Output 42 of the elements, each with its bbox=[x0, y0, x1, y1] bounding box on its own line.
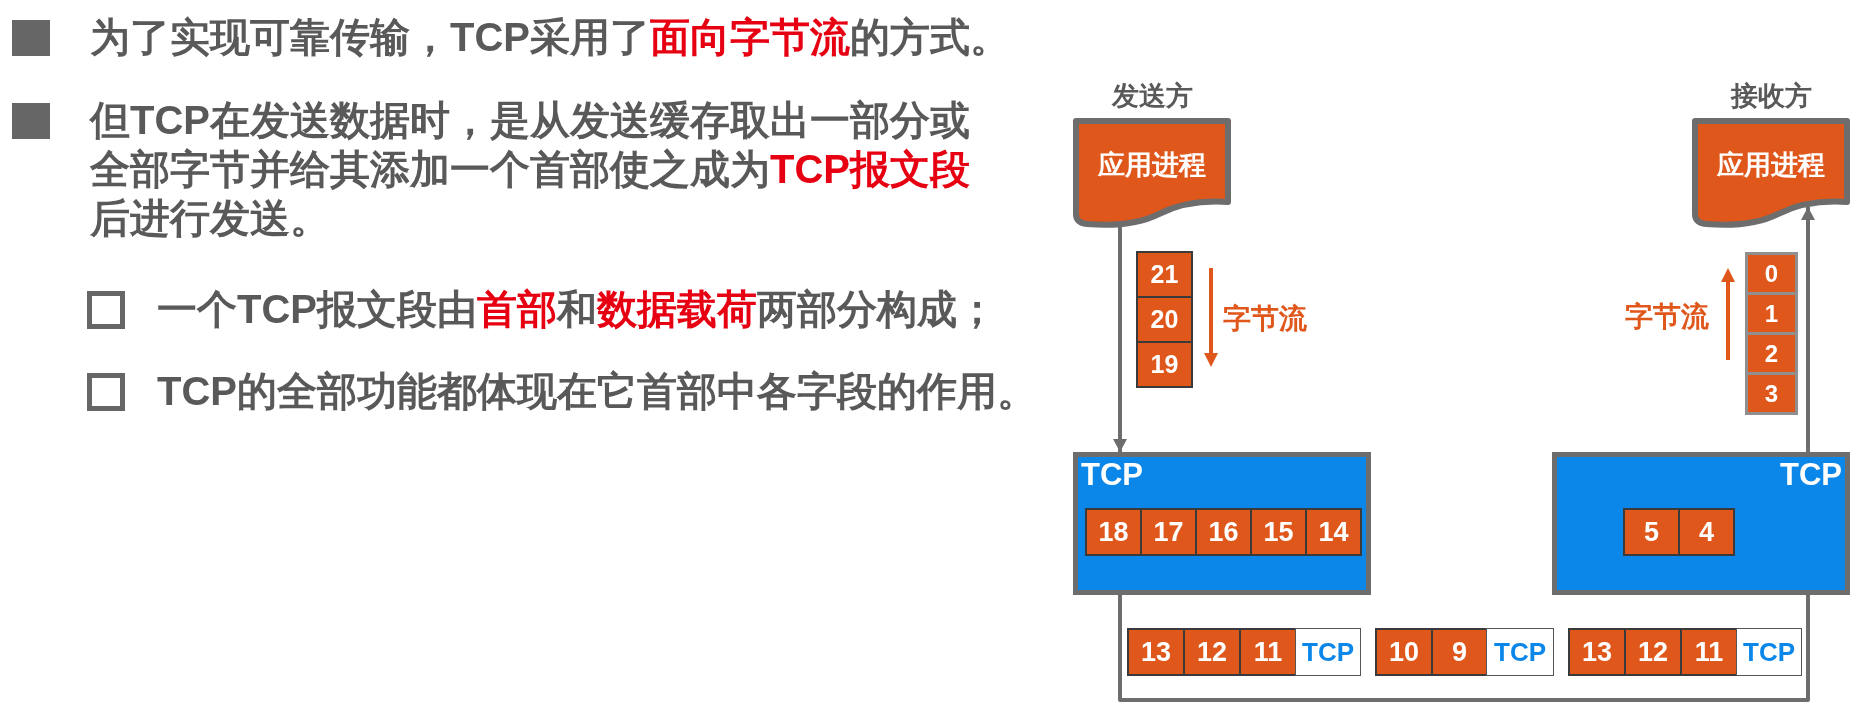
heading-text: 发送方 bbox=[1111, 80, 1193, 112]
flow-label: 字节流 bbox=[1625, 300, 1709, 334]
byte-cell: 2 bbox=[1745, 332, 1798, 375]
node-label: 应用进程 bbox=[1717, 149, 1825, 181]
byte-cell: 10 bbox=[1375, 628, 1433, 676]
byte-cell: 11 bbox=[1680, 628, 1738, 676]
flow-label: 字节流 bbox=[1223, 302, 1307, 336]
byte-cell: 5 bbox=[1623, 508, 1680, 556]
sub-bullet-text: 一个TCP报文段由首部和数据载荷两部分构成； bbox=[157, 286, 997, 333]
header-cell: TCP bbox=[1736, 628, 1802, 676]
bullet-text: 为了实现可靠传输，TCP采用了面向字节流的方式。 bbox=[90, 14, 1010, 61]
byte-cell: 11 bbox=[1239, 628, 1297, 676]
box-title: TCP bbox=[1081, 458, 1143, 492]
arrow bbox=[1801, 207, 1815, 452]
byte-cell: 4 bbox=[1678, 508, 1735, 556]
header-cell: TCP bbox=[1486, 628, 1554, 676]
bullet-text: 但TCP在发送数据时，是从发送缓存取出一部分或全部字节并给其添加一个首部使之成为TCP报文段后进行发送。 bbox=[90, 97, 971, 242]
buffer-box bbox=[1073, 452, 1371, 595]
byte-cell: 14 bbox=[1305, 508, 1362, 556]
byte-cell: 17 bbox=[1140, 508, 1197, 556]
heading-text: 接收方 bbox=[1730, 80, 1812, 112]
connector-line bbox=[1118, 595, 1810, 702]
byte-cell: 12 bbox=[1183, 628, 1241, 676]
byte-cell: 1 bbox=[1745, 292, 1798, 335]
byte-cell: 12 bbox=[1624, 628, 1682, 676]
byte-cell: 18 bbox=[1085, 508, 1142, 556]
sub-bullet-text: TCP的全部功能都体现在它首部中各字段的作用。 bbox=[157, 368, 1037, 415]
byte-cell: 19 bbox=[1136, 341, 1193, 388]
header-cell: TCP bbox=[1295, 628, 1361, 676]
byte-cell: 9 bbox=[1431, 628, 1488, 676]
byte-cell: 3 bbox=[1745, 372, 1798, 415]
byte-cell: 13 bbox=[1568, 628, 1626, 676]
byte-cell: 0 bbox=[1745, 252, 1798, 295]
box-title: TCP bbox=[1780, 458, 1842, 492]
arrow bbox=[1113, 227, 1127, 452]
buffer-box bbox=[1552, 452, 1850, 595]
node-label: 应用进程 bbox=[1098, 149, 1206, 181]
byte-cell: 13 bbox=[1127, 628, 1185, 676]
byte-cell: 16 bbox=[1195, 508, 1252, 556]
byte-cell: 20 bbox=[1136, 296, 1193, 343]
byte-cell: 15 bbox=[1250, 508, 1307, 556]
byte-cell: 21 bbox=[1136, 251, 1193, 298]
